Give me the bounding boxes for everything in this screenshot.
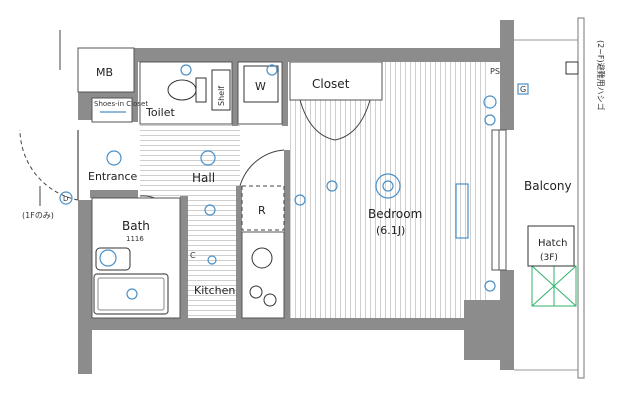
balcony-rail: [577, 17, 585, 379]
r-label: R: [258, 204, 266, 217]
closet-door-swing-left: [299, 99, 336, 141]
d-label: D: [63, 195, 68, 203]
bathtub-inner: [97, 277, 165, 311]
hatch-ladder: [531, 265, 577, 307]
bath-sink: [95, 247, 131, 271]
shelf-label: Shelf: [217, 86, 226, 106]
closet-floor: [289, 61, 383, 101]
mb-box: [77, 47, 135, 93]
first-floor-note: (1Fのみ): [22, 211, 54, 220]
hall-light-icon: [200, 150, 216, 166]
kitchen-outlet-icon: [207, 255, 217, 265]
bedroom-ac-icon: [455, 183, 469, 239]
balcony-side-note: (2~F)避難用ハシゴ: [596, 40, 606, 111]
w-light-icon: [266, 64, 278, 76]
bath-tub-icon: [126, 288, 138, 300]
toilet-bowl: [167, 79, 197, 101]
shelf-box: [211, 69, 231, 111]
toilet-tank: [195, 77, 207, 103]
hatch-box: [527, 225, 575, 267]
bath-label: Bath: [122, 219, 150, 233]
bedroom-outlet-icon-3: [484, 280, 496, 292]
hatch-label: Hatch: [538, 238, 567, 249]
stove-burner-1: [249, 285, 263, 299]
bath-fan-icon: [99, 249, 117, 267]
ceiling-light-icon-inner: [382, 180, 394, 192]
g-label: G: [520, 85, 526, 94]
bathtub: [93, 273, 169, 315]
washer-pan: [243, 65, 279, 103]
shoes-closet-box: [91, 97, 133, 123]
closet-door-swing-right: [334, 99, 371, 141]
mb-label: MB: [96, 66, 113, 79]
bedroom-label: Bedroom: [368, 207, 422, 221]
r-box: [241, 185, 285, 231]
shoes-closet-label: Shoes-in Closet: [94, 100, 148, 108]
ps-label: PS: [490, 67, 500, 76]
w-label: W: [255, 80, 266, 93]
hall-label: Hall: [192, 171, 215, 185]
kitchen-label: Kitchen: [194, 284, 235, 297]
bedroom-outlet-icon-2: [326, 180, 338, 192]
bedroom-outlet-icon: [294, 194, 306, 206]
stove-burner-2: [263, 293, 277, 307]
balcony-marker: [565, 61, 579, 75]
bedroom-door-swing: [239, 149, 285, 187]
ceiling-light-icon: [375, 173, 401, 199]
electrical-fixtures: [59, 64, 529, 300]
kitchen-counter: [241, 231, 285, 319]
g-icon: [517, 83, 529, 95]
entrance-label: Entrance: [88, 170, 138, 183]
balcony-outlet-icon-2: [484, 114, 496, 126]
d-icon: [59, 191, 73, 205]
toilet-label: Toilet: [145, 106, 175, 119]
bedroom-floor: [290, 62, 490, 324]
hatch-floor-label: (3F): [540, 253, 558, 263]
entrance-light-icon: [106, 150, 122, 166]
bedroom-size-label: (6.1J): [376, 224, 405, 237]
toilet-light-icon: [180, 64, 192, 76]
hall-light-icon-2: [204, 204, 216, 216]
balcony-outlet-icon: [483, 95, 497, 109]
sink: [251, 247, 273, 269]
closet-label: Closet: [312, 77, 350, 91]
balcony-label: Balcony: [524, 179, 572, 193]
bath-size-label: 1116: [126, 235, 144, 243]
entrance-door-swing: [19, 129, 79, 201]
c-label: C: [190, 251, 196, 260]
